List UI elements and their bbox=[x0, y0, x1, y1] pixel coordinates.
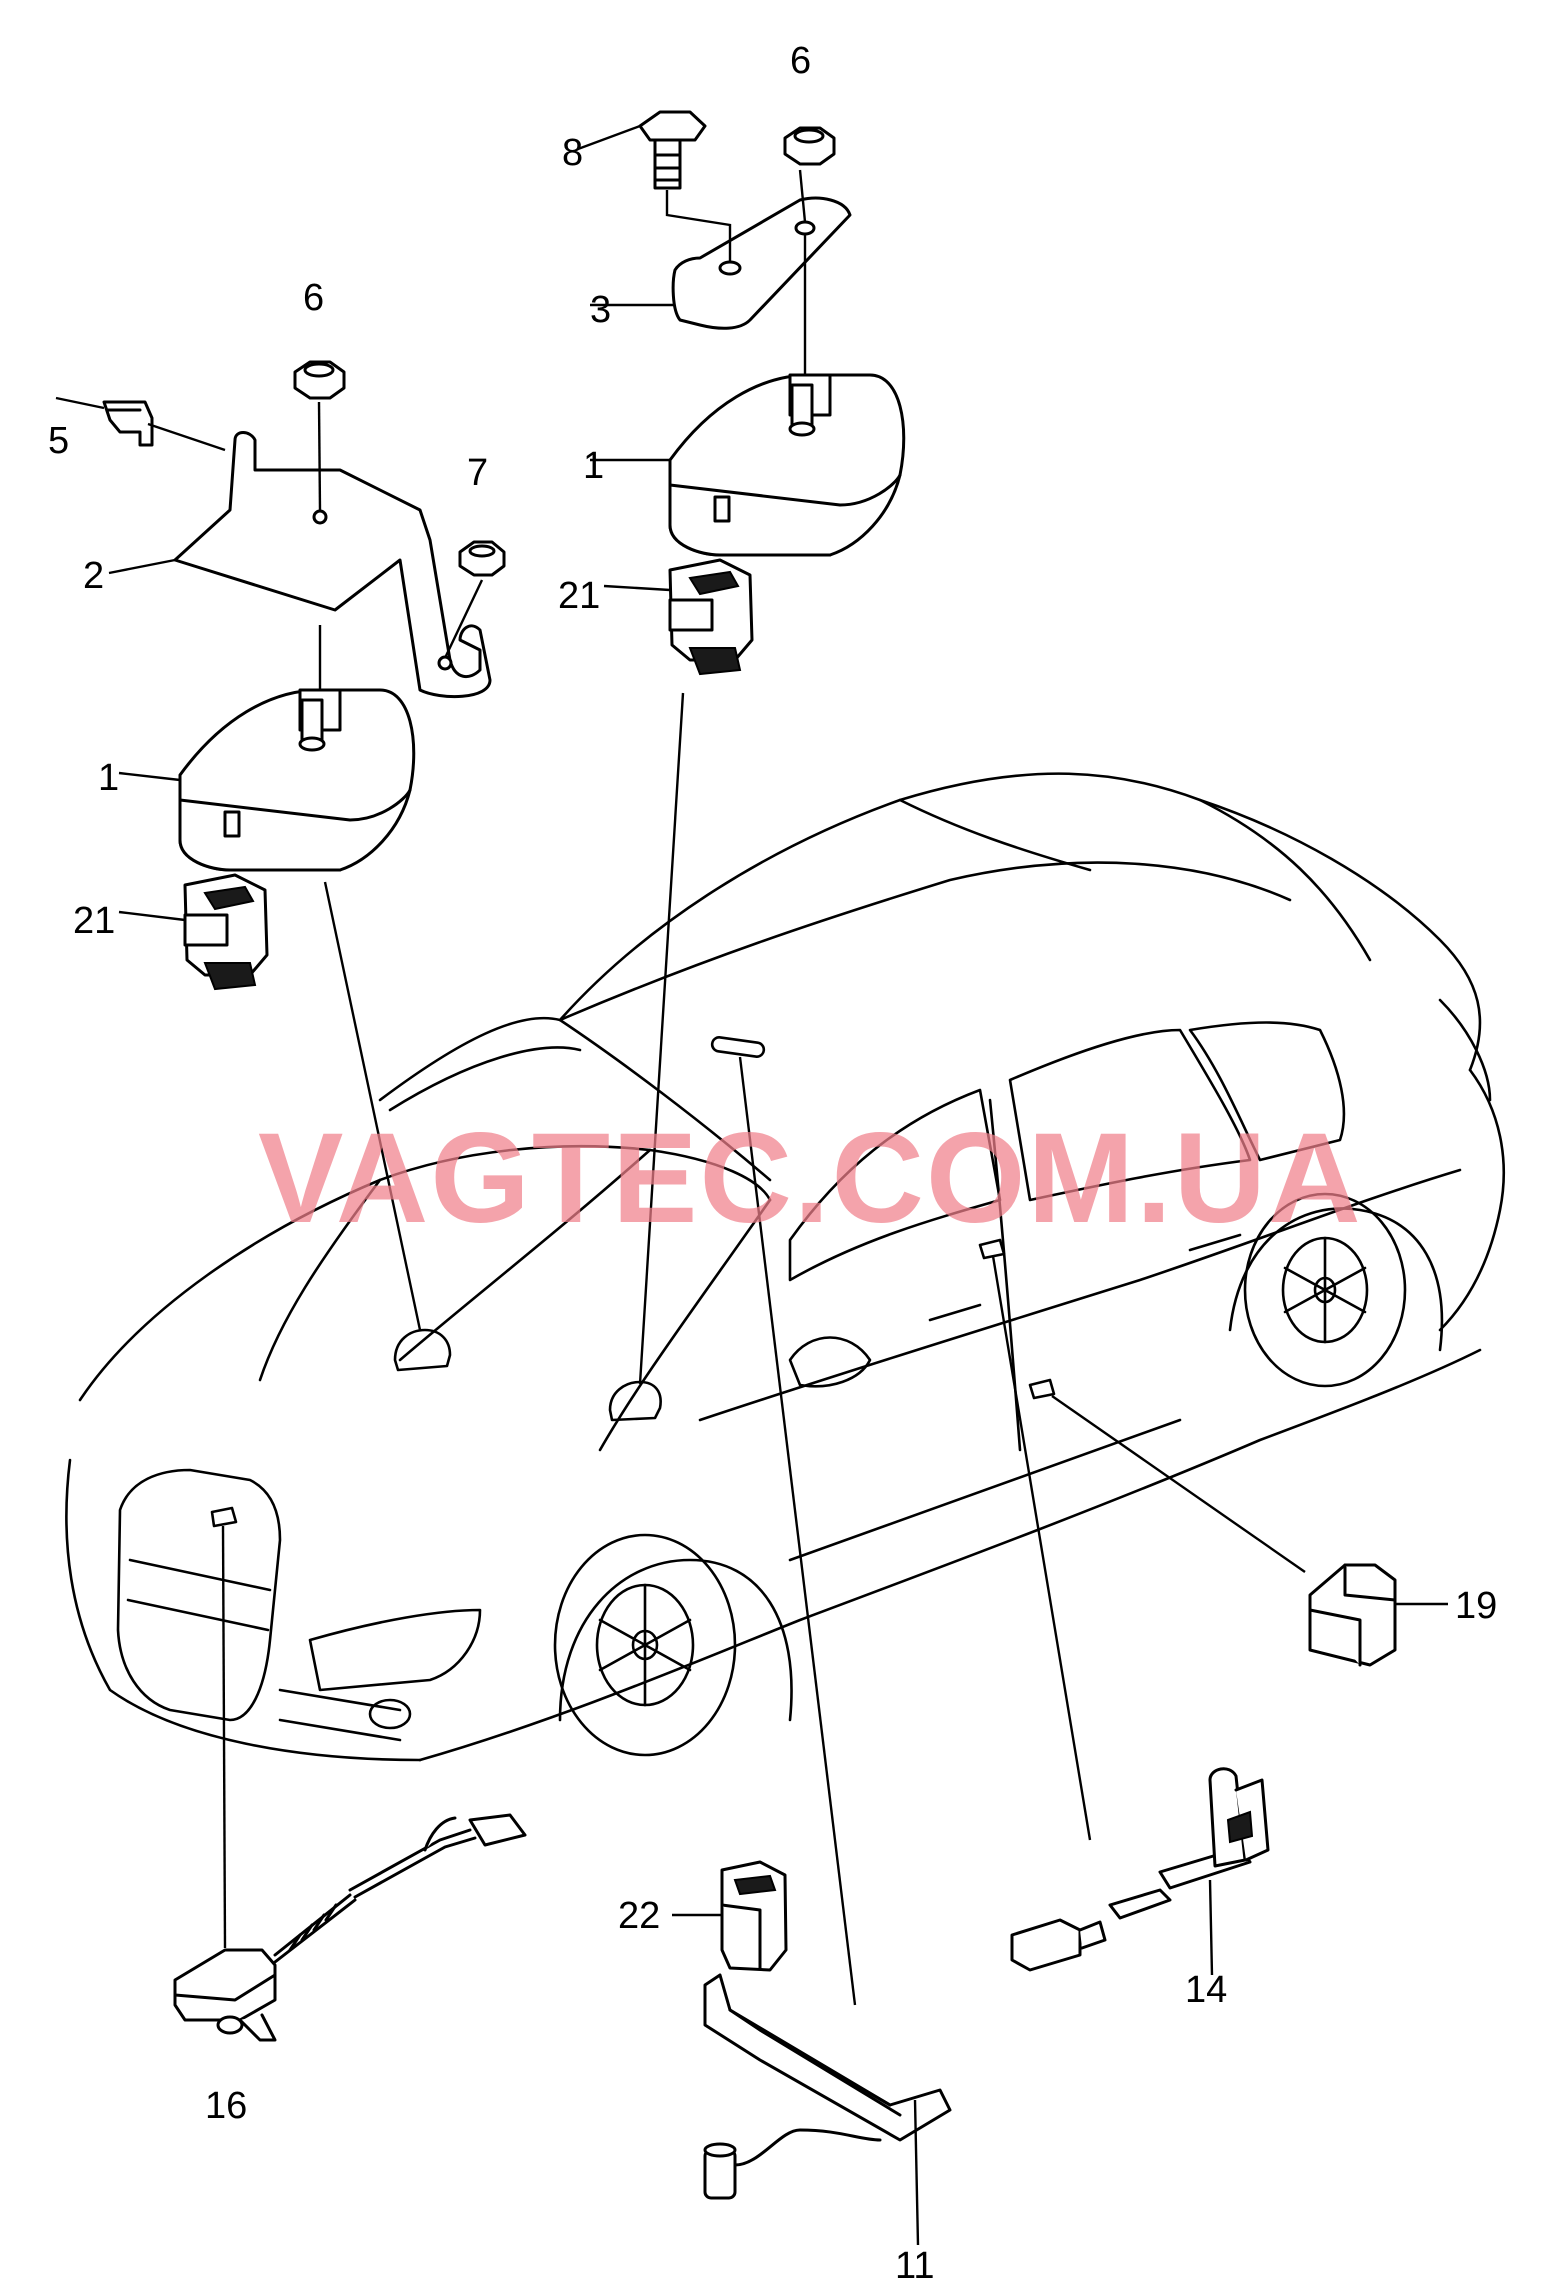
part-22-connector bbox=[720, 1860, 788, 1972]
part-2-bracket bbox=[173, 431, 492, 699]
callout-6-left: 6 bbox=[303, 277, 324, 319]
callout-21-right: 21 bbox=[558, 575, 600, 617]
part-21-connector-left bbox=[183, 873, 269, 991]
callout-21-left: 21 bbox=[73, 900, 115, 942]
callout-14: 14 bbox=[1185, 1969, 1227, 2011]
callout-8: 8 bbox=[562, 132, 583, 174]
part-16-sensor bbox=[173, 1813, 527, 2042]
part-1-horn-right bbox=[668, 373, 906, 557]
leader-lines bbox=[55, 124, 1448, 2246]
callout-11: 11 bbox=[895, 2245, 934, 2285]
part-3-bracket bbox=[671, 196, 852, 330]
part-6-nut-right bbox=[783, 126, 836, 166]
part-7-nut bbox=[458, 540, 506, 577]
callout-19: 19 bbox=[1455, 1585, 1497, 1627]
part-19-switch bbox=[1308, 1563, 1397, 1667]
part-21-connector-right bbox=[668, 558, 754, 676]
part-5-clip bbox=[102, 400, 154, 447]
callout-5: 5 bbox=[48, 420, 69, 462]
callout-22: 22 bbox=[618, 1895, 660, 1937]
callout-3: 3 bbox=[590, 289, 611, 331]
callout-1-left: 1 bbox=[98, 757, 119, 799]
part-1-horn-left bbox=[178, 688, 416, 872]
callout-16: 16 bbox=[205, 2085, 247, 2127]
car-illustration bbox=[65, 772, 1506, 1762]
part-8-bolt bbox=[638, 110, 707, 190]
part-6-nut-left bbox=[293, 360, 346, 400]
part-14-contact-switch bbox=[1010, 1767, 1270, 1972]
callout-labels: 6 8 3 6 5 7 1 2 21 1 21 19 22 14 16 11 bbox=[48, 40, 1497, 2285]
part-11-sensor bbox=[703, 1973, 952, 2200]
callout-2: 2 bbox=[83, 555, 104, 597]
callout-1-right: 1 bbox=[583, 445, 604, 487]
watermark-text: VAGTEC.COM.UA bbox=[258, 1107, 1363, 1250]
callout-6-right: 6 bbox=[790, 40, 811, 82]
callout-7: 7 bbox=[467, 452, 488, 494]
